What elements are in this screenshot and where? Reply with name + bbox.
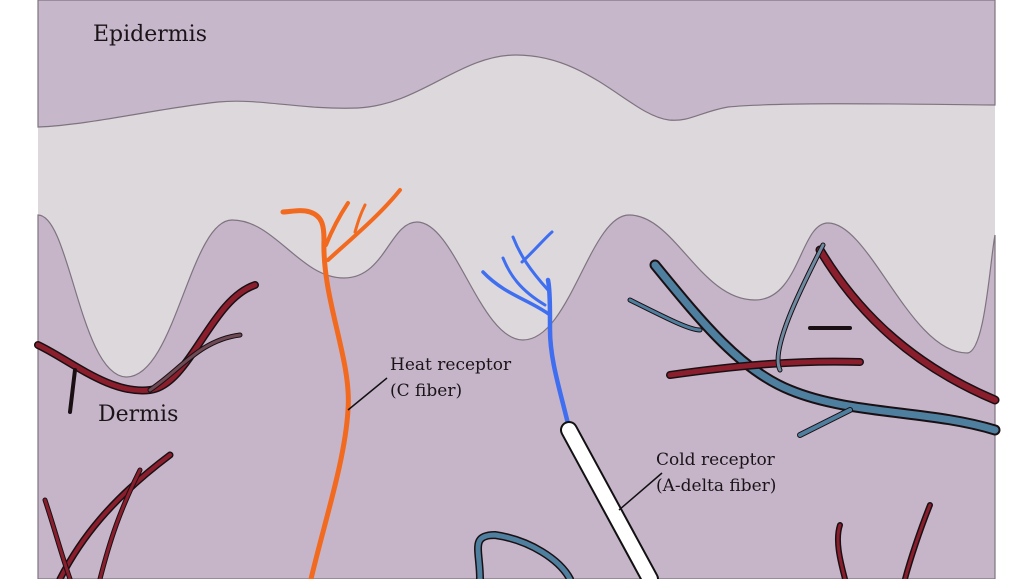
dermis-layer: [37, 214, 996, 579]
epidermis-layer: [37, 0, 996, 128]
vessel-left-lower: [42, 451, 174, 579]
cold-receptor-label: Cold receptor (A-delta fiber): [656, 447, 776, 499]
heat-receptor-fiber: [280, 188, 402, 579]
vessel-left-upper: [34, 281, 259, 414]
blood-vessels: [34, 242, 1001, 579]
cold-label-leader: [618, 472, 663, 511]
vessel-bottom-center: [474, 530, 574, 579]
myelinated-axon-fill: [562, 423, 657, 579]
cold-receptor-title: Cold receptor: [656, 450, 775, 470]
cold-receptor-fiber-type: (A-delta fiber): [656, 476, 777, 496]
dermis-label: Dermis: [98, 402, 179, 427]
vessel-bottom-right: [834, 502, 933, 579]
cold-receptor-fiber: [481, 230, 572, 431]
heat-receptor-fiber-type: (C fiber): [390, 381, 463, 401]
heat-receptor-label: Heat receptor (C fiber): [390, 352, 511, 404]
heat-label-leader: [347, 377, 388, 411]
epidermis-label: Epidermis: [93, 22, 207, 47]
vessel-right-cluster: [627, 242, 1001, 438]
heat-receptor-title: Heat receptor: [390, 355, 512, 375]
